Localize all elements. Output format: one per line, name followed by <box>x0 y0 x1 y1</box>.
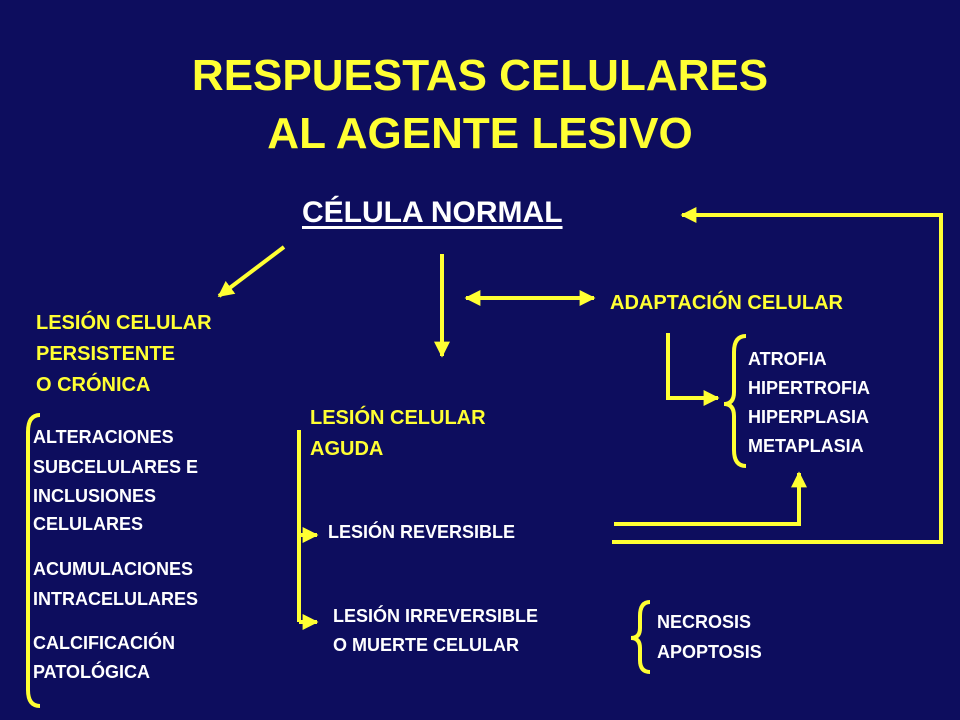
adaptation-item: HIPERPLASIA <box>748 407 870 427</box>
arrow-to-chronic <box>217 245 286 298</box>
chronic-item-line: ACUMULACIONES <box>33 559 193 579</box>
death-brace <box>630 600 651 674</box>
arrow-return-to-normal <box>612 207 943 544</box>
adaptation-item: HIPERTROFIA <box>748 378 871 398</box>
adaptation-item: ATROFIA <box>748 349 827 369</box>
chronic-item-line: CALCIFICACIÓN <box>33 633 175 653</box>
adaptation-item: METAPLASIA <box>748 436 864 456</box>
chronic-heading-line: LESIÓN CELULAR <box>36 312 212 334</box>
chronic-item-line: ALTERACIONES <box>33 427 174 447</box>
normal-cell-label: CÉLULA NORMAL <box>302 196 563 229</box>
acute-heading-line: LESIÓN CELULAR <box>310 407 486 429</box>
chronic-heading-line: O CRÓNICA <box>36 374 151 396</box>
title-line-1: RESPUESTAS CELULARES <box>191 51 769 100</box>
arrow-reversible-to-adaptation <box>614 471 807 526</box>
cell-death-item: NECROSIS <box>657 612 752 632</box>
acute-heading-line: AGUDA <box>310 438 384 460</box>
chronic-item-line: CELULARES <box>33 514 144 534</box>
adaptation-brace <box>723 334 747 468</box>
arrow-adaptation-to-types <box>666 333 720 406</box>
irreversible-line: LESIÓN IRREVERSIBLE <box>333 606 539 626</box>
chronic-item-line: INCLUSIONES <box>33 486 157 506</box>
irreversible-line: O MUERTE CELULAR <box>333 635 519 655</box>
adaptation-heading: ADAPTACIÓN CELULAR <box>610 292 843 314</box>
chronic-heading-line: PERSISTENTE <box>36 343 175 365</box>
chronic-item-line: SUBCELULARES E <box>33 457 199 477</box>
chronic-item-line: INTRACELULARES <box>33 589 198 609</box>
chronic-bracket <box>26 413 41 708</box>
reversible-injury-label: LESIÓN REVERSIBLE <box>328 522 516 542</box>
chronic-item-line: PATOLÓGICA <box>33 662 150 682</box>
cell-death-item: APOPTOSIS <box>657 642 762 662</box>
title-line-2: AL AGENTE LESIVO <box>267 109 693 158</box>
